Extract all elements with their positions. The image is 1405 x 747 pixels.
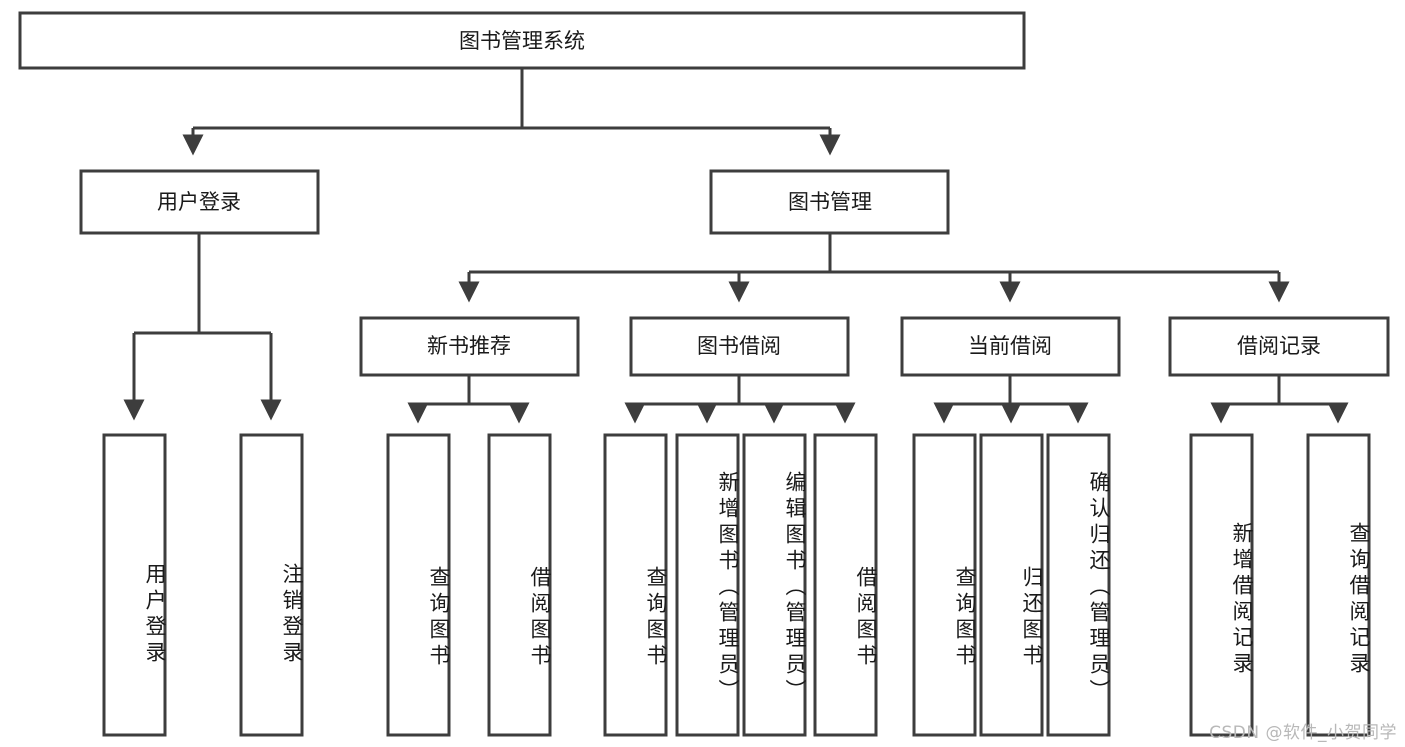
node-user-login-label: 用户登录 (157, 190, 241, 214)
node-leaf-edit-book-box[interactable] (742, 433, 807, 737)
node-current-borrow[interactable]: 当前借阅 (900, 316, 1121, 377)
node-new-book-recommend-box[interactable] (359, 316, 580, 377)
node-root-label: 图书管理系统 (459, 29, 585, 53)
node-new-book-recommend-label: 新书推荐 (427, 334, 511, 358)
node-book-borrow-label: 图书借阅 (697, 334, 781, 358)
node-user-login[interactable]: 用户登录 (79, 169, 320, 235)
node-book-borrow[interactable]: 图书借阅 (629, 316, 850, 377)
node-book-management[interactable]: 图书管理 (709, 169, 950, 235)
node-leaf-add-book-box[interactable] (675, 433, 740, 737)
node-user-login-box[interactable] (79, 169, 320, 235)
node-leaf-query-book-1-box[interactable] (386, 433, 451, 737)
connector-group-current-borrow (933, 375, 1089, 424)
node-leaf-borrow-book-1-box[interactable] (487, 433, 552, 737)
node-borrow-record-box[interactable] (1168, 316, 1390, 377)
node-book-borrow-box[interactable] (629, 316, 850, 377)
node-root-box[interactable] (18, 11, 1026, 70)
node-borrow-record[interactable]: 借阅记录 (1168, 316, 1390, 377)
connector-group-book-management (458, 233, 1290, 303)
connector-group-book-borrow (624, 375, 856, 424)
node-leaf-query-record-box[interactable] (1306, 433, 1371, 737)
csdn-watermark: CSDN @软件_小贺同学 (1209, 723, 1397, 743)
node-leaf-query-book-3-box[interactable] (912, 433, 977, 737)
node-current-borrow-box[interactable] (900, 316, 1121, 377)
node-root[interactable]: 图书管理系统 (18, 11, 1026, 70)
node-leaf-confirm-return-box[interactable] (1046, 433, 1111, 737)
connector-group-root (182, 68, 841, 156)
node-leaf-add-record-box[interactable] (1189, 433, 1254, 737)
node-leaf-user-logout-box[interactable] (239, 433, 304, 737)
node-leaf-borrow-book-2-box[interactable] (813, 433, 878, 737)
connector-group-new-book-recommend (407, 375, 530, 424)
node-leaf-user-login-box[interactable] (102, 433, 167, 737)
connector-group-borrow-record (1210, 375, 1349, 424)
node-current-borrow-label: 当前借阅 (968, 334, 1052, 358)
node-leaf-query-book-2-box[interactable] (603, 433, 668, 737)
node-book-management-box[interactable] (709, 169, 950, 235)
node-book-management-label: 图书管理 (788, 190, 872, 214)
connector-group-user-login (123, 233, 282, 421)
node-new-book-recommend[interactable]: 新书推荐 (359, 316, 580, 377)
node-borrow-record-label: 借阅记录 (1237, 334, 1321, 358)
node-leaf-return-book-box[interactable] (979, 433, 1044, 737)
leaf-boxes (102, 433, 1371, 737)
